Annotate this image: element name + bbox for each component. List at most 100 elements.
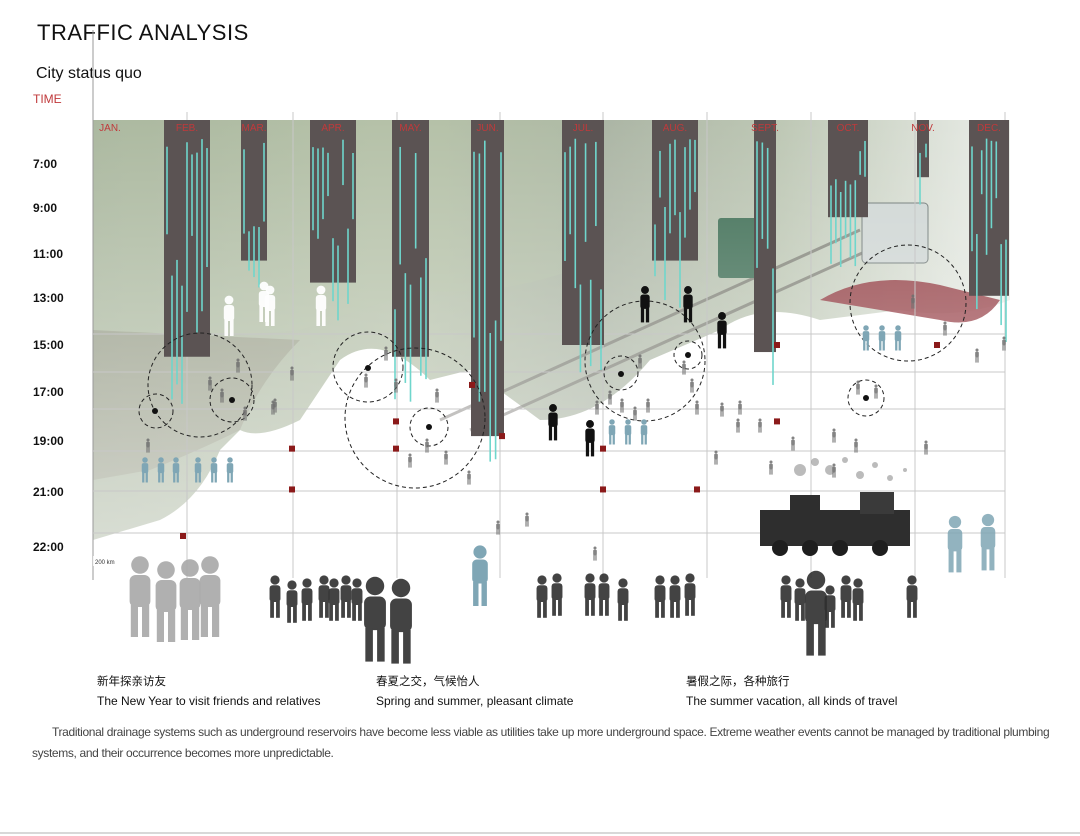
month-label: JUL. (573, 123, 594, 134)
time-label: 21:00 (33, 485, 64, 499)
crowd-circle (344, 347, 486, 489)
crowd-circle (147, 332, 253, 438)
crowd-dark-figure (551, 573, 563, 616)
month-label: AUG. (663, 123, 687, 134)
time-label: 19:00 (33, 434, 64, 448)
caption-en: The New Year to visit friends and relati… (97, 694, 321, 708)
crowd-grey-figure (155, 561, 177, 642)
month-label: MAY. (399, 123, 421, 134)
caption-summer-vacation: 暑假之际，各种旅行 The summer vacation, all kinds… (686, 673, 897, 708)
crowd-dark-figure (269, 575, 281, 618)
walker-figure (236, 358, 240, 373)
crowd-dark-figure (536, 575, 548, 618)
caption-en: The summer vacation, all kinds of travel (686, 694, 898, 708)
crowd-center-dot (365, 365, 371, 371)
crowd-dark-figure (617, 578, 629, 621)
peak-marker (393, 418, 399, 425)
month-label: APR. (321, 123, 344, 134)
walker-figure (146, 438, 150, 453)
peak-markers (180, 342, 940, 539)
walker-figure (408, 453, 412, 468)
peak-marker (289, 486, 295, 493)
blue-group-figure (210, 457, 218, 483)
black-silhouette-figure (585, 420, 595, 457)
crowd-dark-figure (852, 578, 864, 621)
walker-figure (975, 348, 979, 363)
month-labels: JAN.FEB.MAR.APR.MAY.JUN.JUL.AUG.SEPT.OCT… (99, 123, 1001, 134)
crowd-dark-figure (684, 573, 696, 616)
peak-marker (694, 486, 700, 493)
crowd-dark-figure (364, 576, 386, 662)
walker-figure (384, 346, 388, 361)
month-bar (562, 120, 604, 345)
smoke-cloud (794, 457, 907, 481)
peak-marker (393, 445, 399, 452)
crowd-dark-figure (906, 575, 918, 618)
blue-group-figure (194, 457, 202, 483)
people-figures (129, 281, 1006, 664)
blue-group-figure (878, 325, 886, 351)
crowd-dark-figure (584, 573, 596, 616)
walker-figure (394, 378, 398, 393)
black-silhouette-figure (548, 404, 558, 441)
crowd-center-dot (863, 395, 869, 401)
crowd-dark-figure (328, 578, 340, 621)
month-bar (754, 120, 776, 353)
peak-marker (180, 533, 186, 539)
peak-marker (469, 381, 475, 388)
crowd-dark-figure (794, 578, 806, 621)
caption-cn: 新年探亲访友 (97, 676, 166, 688)
walker-figure (243, 406, 247, 421)
crowd-dark-figure (286, 580, 298, 623)
caption-new-year: 新年探亲访友 The New Year to visit friends and… (97, 673, 320, 708)
walker-figure (638, 354, 642, 369)
month-label: SEPT. (751, 123, 779, 134)
crowd-dark-figure (351, 578, 363, 621)
blue-group-figure (157, 457, 165, 483)
walker-figure (791, 436, 795, 451)
crowd-grey-figure (179, 559, 201, 640)
white-silhouette-figure (223, 295, 235, 336)
blue-group-figure (608, 419, 616, 445)
crowd-center-dot (152, 408, 158, 414)
walker-figure (595, 400, 599, 415)
time-label: 9:00 (33, 201, 57, 215)
steam-locomotive (760, 492, 910, 556)
walker-figure (593, 546, 597, 561)
crowd-center-dot (426, 424, 432, 430)
walker-figure (364, 373, 368, 388)
time-axis-label: TIME (33, 92, 62, 106)
walker-figure (525, 512, 529, 527)
walker-figure (646, 398, 650, 413)
walker-figure (943, 321, 947, 336)
blue-walker-figure (947, 515, 963, 573)
walker-figure (496, 520, 500, 535)
crowd-circle (849, 244, 967, 362)
walker-figure (736, 418, 740, 433)
blue-group-figure (624, 419, 632, 445)
time-label: 15:00 (33, 338, 64, 352)
crowd-dark-figure (340, 575, 352, 618)
time-label: 11:00 (33, 247, 63, 261)
bars (164, 120, 1009, 462)
scale-bar: 200 km (93, 556, 119, 566)
black-silhouette-figure (683, 286, 693, 323)
blue-group-figure (172, 457, 180, 483)
walker-figure (208, 376, 212, 391)
caption-cn: 春夏之交，气候怡人 (376, 676, 480, 688)
walker-figure (911, 294, 915, 309)
caption-en: Spring and summer, pleasant climate (376, 694, 574, 708)
month-label: DEC. (977, 123, 1001, 134)
time-label: 13:00 (33, 291, 64, 305)
walker-figure (856, 380, 860, 395)
walker-figure (467, 470, 471, 485)
month-bar (471, 120, 504, 437)
walker-figure (695, 400, 699, 415)
walker-figure (608, 390, 612, 405)
peak-marker (774, 418, 780, 425)
walker-figure (854, 438, 858, 453)
crowd-dark-figure (805, 570, 827, 656)
peak-marker (289, 445, 295, 452)
black-silhouette-figure (717, 312, 727, 349)
